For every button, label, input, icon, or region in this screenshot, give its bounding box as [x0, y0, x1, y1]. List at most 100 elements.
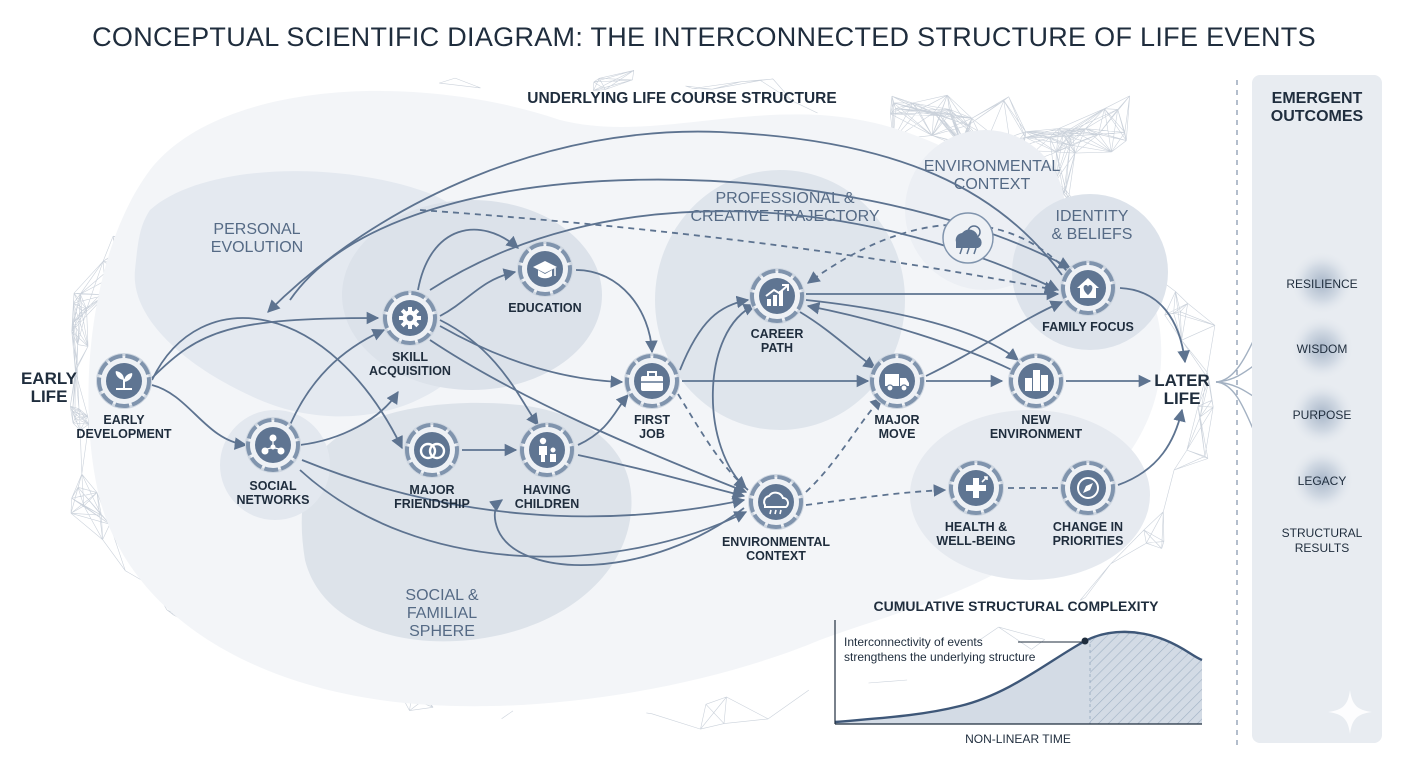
connection-arrows — [151, 130, 1190, 567]
outcome-label: WISDOM — [1297, 342, 1348, 356]
region-identity-line2: & BELIEFS — [1052, 226, 1133, 243]
node-children-label-1: HAVING — [523, 483, 571, 497]
arrow-late-to-personal — [267, 130, 1063, 313]
node-priorities-label-2: PRIORITIES — [1053, 534, 1124, 548]
node-env-context-label-1: ENVIRONMENTAL — [722, 535, 830, 549]
node-education-label-1: EDUCATION — [508, 301, 581, 315]
outcome-resilience: RESILIENCE — [1286, 251, 1358, 315]
node-friendship-label-2: FRIENDSHIP — [394, 497, 470, 511]
node-skill-label-1: SKILL — [392, 350, 428, 364]
node-social-net-label-1: SOCIAL — [249, 479, 297, 493]
arrow-family-to-later — [1119, 287, 1190, 364]
node-family-label-1: FAMILY FOCUS — [1042, 320, 1134, 334]
region-environmental-line1: ENVIRONMENTAL — [924, 158, 1061, 175]
node-new-env-label-2: ENVIRONMENT — [990, 427, 1083, 441]
arrow-social-to-envcontext-low — [299, 469, 748, 558]
region-personal-line1: PERSONAL — [213, 221, 300, 238]
arrow-early-to-social — [151, 384, 248, 450]
node-major-move-label-1: MAJOR — [874, 413, 919, 427]
node-priorities-label-1: CHANGE IN — [1053, 520, 1123, 534]
arrow-envcontext-to-health-dashed — [805, 484, 947, 506]
node-major-move-label-2: MOVE — [879, 427, 916, 441]
arrow-children-loop — [489, 499, 745, 567]
complexity-chart: CUMULATIVE STRUCTURAL COMPLEXITY Interco… — [834, 598, 1203, 746]
region-identity-line1: IDENTITY — [1056, 208, 1129, 225]
complexity-chart-title: CUMULATIVE STRUCTURAL COMPLEXITY — [874, 598, 1160, 614]
later-life-line1: LATER — [1154, 371, 1209, 390]
node-new-env-label-1: NEW — [1021, 413, 1050, 427]
outcomes-title-line1: EMERGENT — [1272, 90, 1363, 107]
gear-icon — [399, 307, 421, 329]
node-health-label-2: WELL-BEING — [936, 534, 1015, 548]
rings-icon — [419, 442, 446, 460]
arrow-firstjob-to-career — [679, 295, 750, 371]
graduation-cap-icon — [533, 261, 557, 279]
outcomes-list: RESILIENCE WISDOM PURPOSE LEGACY — [1286, 251, 1358, 512]
node-env-context-label-2: CONTEXT — [746, 549, 806, 563]
region-labels: PERSONAL EVOLUTION PROFESSIONAL & CREATI… — [211, 90, 1133, 640]
arrow-early-to-skill — [151, 311, 380, 379]
health-cross-icon — [966, 476, 988, 498]
arrow-education-to-firstjob — [575, 269, 658, 354]
arrow-skill-to-education-low — [439, 268, 517, 317]
outcomes-title-line2: OUTCOMES — [1271, 108, 1364, 125]
node-priorities — [1060, 460, 1116, 516]
node-career-label-1: CAREER — [751, 327, 804, 341]
chart-x-label: NON-LINEAR TIME — [965, 732, 1071, 746]
region-well-being — [910, 410, 1150, 580]
node-education — [517, 241, 573, 297]
outcome-wisdom: WISDOM — [1290, 316, 1354, 380]
node-major-move — [869, 353, 925, 409]
arrow-skill-to-envcontext — [429, 339, 748, 494]
outcome-legacy: LEGACY — [1290, 448, 1354, 512]
node-friendship-label-1: MAJOR — [409, 483, 454, 497]
rain-cloud-icon — [763, 491, 789, 515]
node-skill-label-2: ACQUISITION — [369, 364, 451, 378]
region-personal-line2: EVOLUTION — [211, 239, 303, 256]
region-social-line2: FAMILIAL — [407, 605, 477, 622]
node-health-label-1: HEALTH & — [945, 520, 1007, 534]
arrow-social-to-envcontext — [301, 459, 746, 518]
arrow-early-to-friendship — [151, 317, 403, 450]
outcome-label: LEGACY — [1298, 474, 1347, 488]
network-icon — [261, 434, 285, 455]
early-life-line1: EARLY — [21, 369, 78, 388]
arrow-personal-to-family-dashed — [419, 209, 1058, 295]
node-children — [519, 422, 575, 478]
structure-header: UNDERLYING LIFE COURSE STRUCTURE — [527, 90, 836, 107]
arrow-envcontext-to-move-dashed — [805, 397, 883, 493]
house-heart-icon — [1077, 278, 1099, 298]
compass-icon — [1077, 477, 1099, 499]
buildings-icon — [1025, 370, 1048, 391]
arrow-skill-to-firstjob — [439, 325, 624, 388]
region-professional-line1: PROFESSIONAL & — [716, 190, 855, 207]
node-children-label-2: CHILDREN — [515, 497, 580, 511]
arrow-skill-to-education-loop — [417, 228, 519, 291]
node-social-net — [245, 417, 301, 473]
arrow-career-to-move — [799, 311, 877, 369]
region-social-line3: SPHERE — [409, 623, 475, 640]
sprout-icon — [115, 371, 133, 390]
node-early-dev — [96, 353, 152, 409]
arrow-career-to-newenv — [805, 299, 1019, 361]
weather-icon — [942, 212, 994, 264]
early-life-line2: LIFE — [31, 387, 68, 406]
node-friendship — [404, 422, 460, 478]
page-title: CONCEPTUAL SCIENTIFIC DIAGRAM: THE INTER… — [92, 22, 1316, 52]
arrow-newenv-to-career — [806, 301, 1013, 371]
family-icon — [539, 437, 556, 462]
truck-icon — [885, 374, 909, 392]
growth-chart-icon — [765, 284, 789, 306]
node-career — [749, 268, 805, 324]
node-social-net-label-2: NETWORKS — [237, 493, 310, 507]
outcome-purpose: PURPOSE — [1290, 382, 1354, 446]
node-early-dev-label-2: DEVELOPMENT — [76, 427, 172, 441]
node-env-context — [748, 474, 804, 530]
sparkle-icon — [1328, 690, 1372, 734]
node-first-job-label-1: FIRST — [634, 413, 670, 427]
arrow-move-to-family — [925, 300, 1064, 377]
node-family — [1060, 260, 1116, 316]
annotation-point — [1081, 637, 1089, 645]
